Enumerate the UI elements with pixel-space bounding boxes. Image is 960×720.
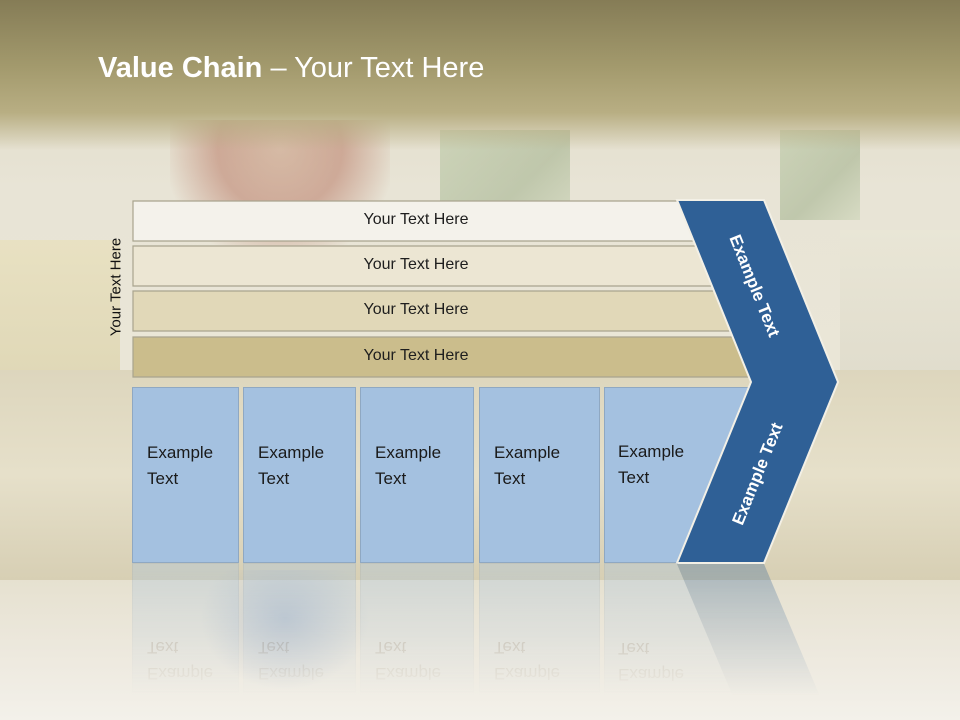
activity-box-line2: Text bbox=[618, 468, 650, 487]
support-bar-label: Your Text Here bbox=[363, 256, 469, 273]
activity-box-line2: Text bbox=[375, 469, 407, 488]
activity-box-line1: Example bbox=[618, 442, 685, 461]
support-bar-label: Your Text Here bbox=[363, 347, 469, 364]
title-rest: – Your Text Here bbox=[262, 52, 485, 84]
support-bar: Your Text Here bbox=[132, 336, 764, 378]
support-bar-label: Your Text Here bbox=[363, 211, 469, 228]
support-bar: Your Text Here bbox=[132, 200, 722, 242]
activity-box-line1: Example bbox=[375, 443, 442, 462]
activity-box-line1: Example bbox=[494, 443, 561, 462]
chevron-shape bbox=[675, 199, 840, 564]
activity-box-line2: Text bbox=[147, 469, 179, 488]
activity-box-line1: Example bbox=[258, 443, 325, 462]
activity-box-line2: Text bbox=[494, 469, 526, 488]
support-bar: Your Text Here bbox=[132, 245, 736, 287]
box-shape bbox=[604, 563, 754, 720]
header-band bbox=[0, 0, 960, 150]
title-bold: Value Chain bbox=[98, 52, 263, 84]
reflection-chevron-shape bbox=[677, 564, 838, 720]
page-title: Value Chain – Your Text Here bbox=[98, 52, 484, 85]
activity-box-line1: Example bbox=[147, 443, 214, 462]
support-bar-label: Your Text Here bbox=[363, 301, 469, 318]
activity-box-line2: Text bbox=[258, 469, 290, 488]
reflection-chevron bbox=[677, 564, 838, 720]
